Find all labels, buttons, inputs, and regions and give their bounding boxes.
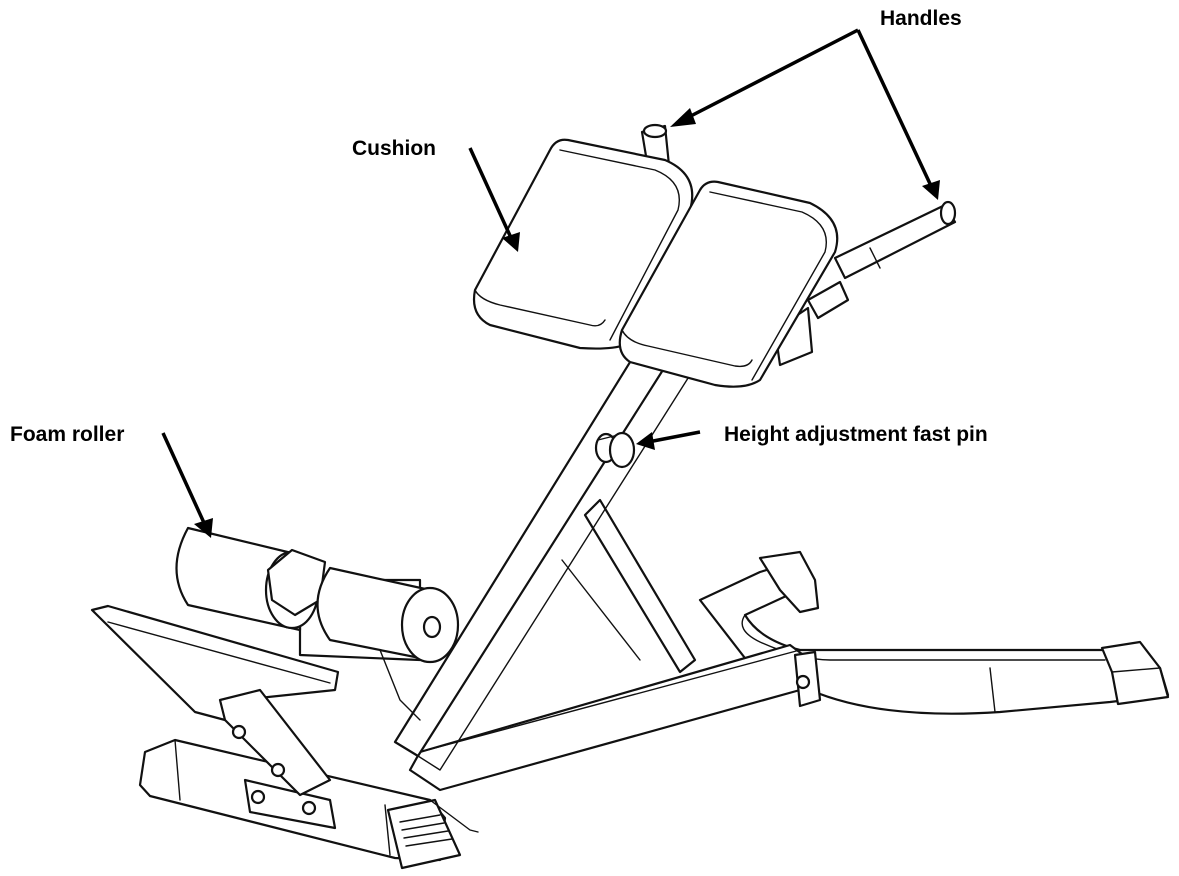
foam-roller-label: Foam roller [10,423,125,446]
height-pin-label: Height adjustment fast pin [724,423,988,446]
cushions [472,138,839,388]
arrow-handles-left [682,28,859,122]
height-pin [594,431,636,469]
handles-label: Handles [880,7,962,30]
arrow-height-pin [647,430,701,444]
callout-arrows [161,28,940,538]
arrow-handles-right [856,29,934,189]
arrow-foam-roller [161,432,207,526]
foot-plate [90,604,479,833]
cushion-label: Cushion [352,137,436,160]
arrow-cushion [468,147,514,241]
foam-rollers [175,526,460,721]
handles [640,123,957,367]
front-base [138,738,462,870]
